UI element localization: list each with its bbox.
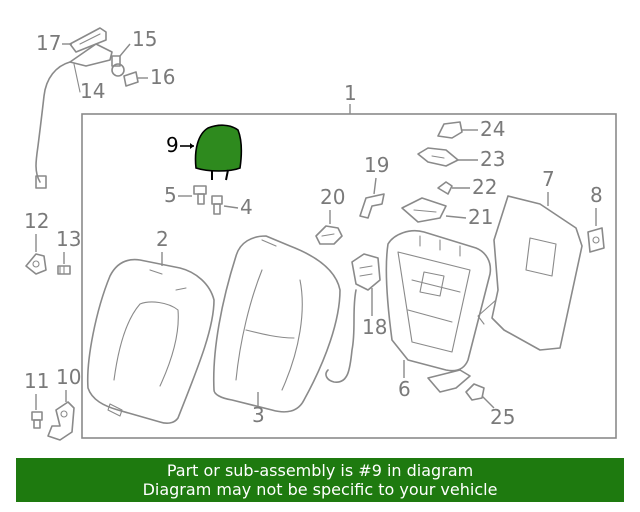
part-5-guide[interactable] bbox=[193, 185, 207, 205]
callout-25[interactable]: 25 bbox=[490, 405, 515, 429]
part-24-cover[interactable] bbox=[437, 121, 463, 139]
part-25-bushing[interactable] bbox=[465, 383, 485, 401]
assembly-frame bbox=[81, 113, 617, 439]
callout-18[interactable]: 18 bbox=[362, 315, 387, 339]
part-2-seatback-cover[interactable] bbox=[86, 258, 215, 424]
callout-22[interactable]: 22 bbox=[472, 175, 497, 199]
callout-7[interactable]: 7 bbox=[542, 167, 555, 191]
part-20-bushing[interactable] bbox=[315, 225, 343, 245]
part-16-clip[interactable] bbox=[123, 71, 139, 87]
part-22-clip[interactable] bbox=[437, 181, 453, 195]
callout-11[interactable]: 11 bbox=[24, 369, 49, 393]
part-23-cover[interactable] bbox=[417, 147, 459, 167]
callout-10[interactable]: 10 bbox=[56, 365, 81, 389]
info-banner-line1: Part or sub-assembly is #9 in diagram bbox=[166, 461, 474, 480]
callout-4[interactable]: 4 bbox=[240, 195, 253, 219]
info-banner-line2: Diagram may not be specific to your vehi… bbox=[142, 480, 498, 499]
part-8-clip[interactable] bbox=[587, 227, 605, 253]
callout-14[interactable]: 14 bbox=[80, 79, 105, 103]
part-3-seatback-pad[interactable] bbox=[212, 235, 341, 413]
part-6-seatback-frame[interactable] bbox=[385, 229, 492, 372]
callout-5[interactable]: 5 bbox=[164, 183, 177, 207]
part-21-pad[interactable] bbox=[401, 197, 447, 223]
part-7-back-panel[interactable] bbox=[477, 195, 583, 351]
callout-20[interactable]: 20 bbox=[320, 185, 345, 209]
callout-3[interactable]: 3 bbox=[252, 403, 265, 427]
info-banner: Part or sub-assembly is #9 in diagram Di… bbox=[16, 458, 624, 502]
part-19-bracket[interactable] bbox=[359, 193, 385, 219]
part-4-guide[interactable] bbox=[211, 195, 223, 215]
part-18-latch[interactable] bbox=[325, 253, 381, 383]
callout-2[interactable]: 2 bbox=[156, 227, 169, 251]
part-10-hinge-bracket[interactable] bbox=[47, 401, 75, 441]
callout-24[interactable]: 24 bbox=[480, 117, 505, 141]
callout-1[interactable]: 1 bbox=[344, 81, 357, 105]
callout-17[interactable]: 17 bbox=[36, 31, 61, 55]
frame-lower-bracket bbox=[427, 369, 471, 393]
callout-6[interactable]: 6 bbox=[398, 377, 411, 401]
callout-9[interactable]: 9 bbox=[166, 133, 179, 157]
part-14-cable[interactable] bbox=[35, 43, 113, 189]
callout-21[interactable]: 21 bbox=[468, 205, 493, 229]
callout-12[interactable]: 12 bbox=[24, 209, 49, 233]
part-11-bolt[interactable] bbox=[31, 411, 43, 429]
part-12-bracket[interactable] bbox=[25, 253, 47, 275]
callout-15[interactable]: 15 bbox=[132, 27, 157, 51]
part-17-lever[interactable] bbox=[69, 27, 107, 53]
part-13-bolt[interactable] bbox=[57, 265, 71, 275]
callout-16[interactable]: 16 bbox=[150, 65, 175, 89]
part-15-knob[interactable] bbox=[111, 55, 125, 77]
callout-8[interactable]: 8 bbox=[590, 183, 603, 207]
part-9-headrest[interactable] bbox=[194, 124, 243, 181]
callout-19[interactable]: 19 bbox=[364, 153, 389, 177]
callout-13[interactable]: 13 bbox=[56, 227, 81, 251]
callout-23[interactable]: 23 bbox=[480, 147, 505, 171]
